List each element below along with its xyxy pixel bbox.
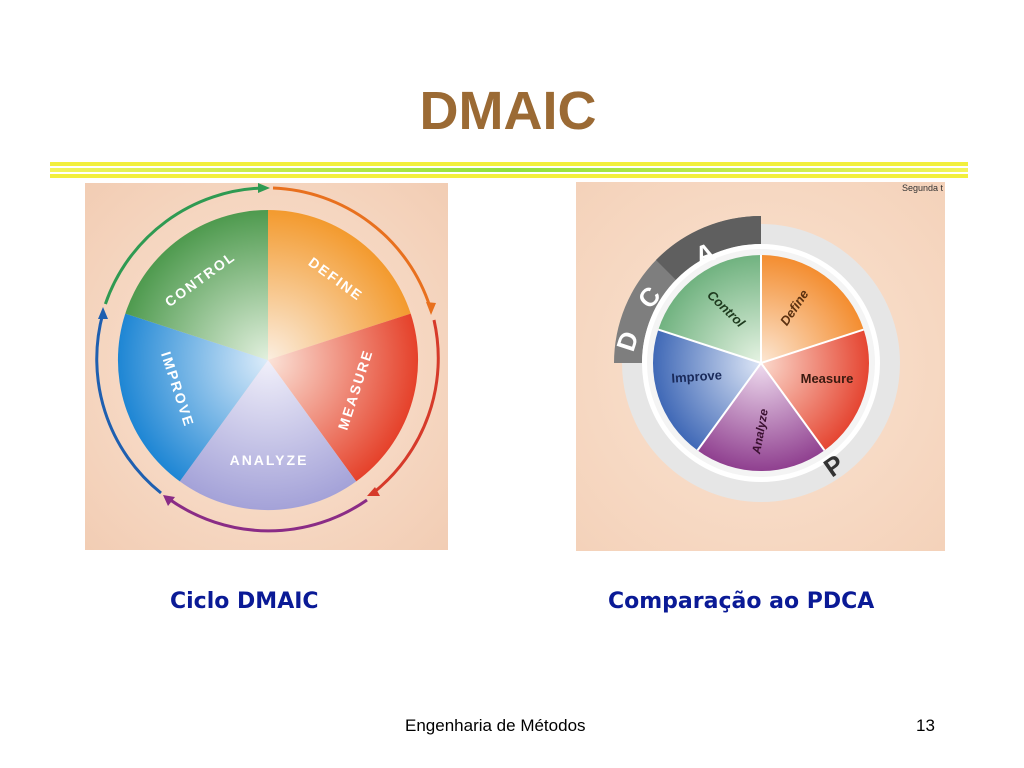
measure-label: Measure — [801, 371, 854, 386]
footer-text: Engenharia de Métodos — [405, 716, 586, 735]
left-caption: Ciclo DMAIC — [170, 589, 319, 614]
pdca-comparison-figure: Segunda t Define Measure Analyze Improve… — [576, 182, 945, 551]
control-segment — [658, 255, 761, 363]
arrow-head-icon — [163, 495, 175, 506]
define-segment — [268, 209, 411, 360]
page-number: 13 — [916, 716, 935, 735]
right-caption: Comparação ao PDCA — [608, 589, 875, 614]
analyze-segment — [179, 360, 357, 511]
arrow-head-icon — [426, 302, 436, 315]
corner-text: Segunda t — [902, 183, 944, 193]
slide-title: DMAIC — [419, 81, 597, 141]
improve-segment — [117, 313, 268, 482]
arrow-head-icon — [367, 487, 380, 496]
improve-segment — [652, 329, 761, 451]
analyze-label: ANALYZE — [230, 452, 309, 468]
arrow-head-icon — [98, 307, 108, 319]
control-segment — [125, 209, 268, 360]
improve-label: Improve — [671, 367, 723, 385]
analyze-segment — [697, 363, 825, 472]
title-divider — [50, 162, 968, 178]
measure-segment — [268, 313, 419, 482]
arrow-head-icon — [258, 183, 270, 193]
dmaic-cycle-figure: DEFINE MEASURE ANALYZE IMPROVE CONTROL — [85, 183, 448, 550]
measure-segment — [761, 329, 870, 451]
define-segment — [761, 255, 864, 363]
